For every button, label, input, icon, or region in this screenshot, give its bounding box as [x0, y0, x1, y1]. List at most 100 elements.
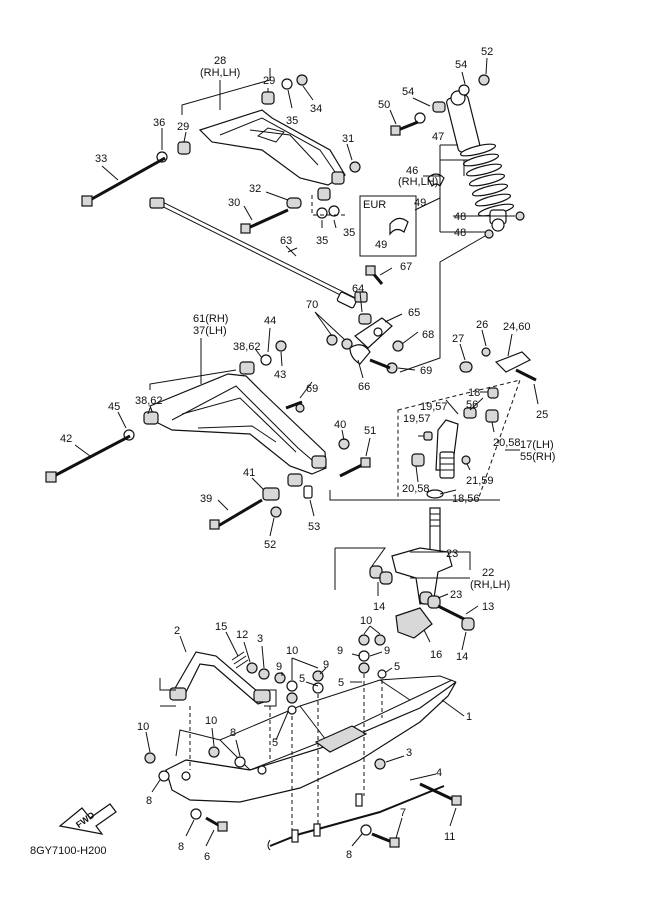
callout: 12 [236, 629, 248, 641]
callout: 42 [60, 433, 72, 445]
callout: 37(LH) [193, 325, 227, 337]
rear-shock-absorber [390, 74, 525, 239]
callout: (RH,LH) [470, 579, 510, 591]
callout: 5 [272, 737, 278, 749]
callout: 52 [264, 539, 276, 551]
ski-column-leaders [334, 547, 479, 651]
callout: 19,57 [420, 401, 448, 413]
callout: 50 [378, 99, 390, 111]
callout: 9 [384, 645, 390, 657]
callout: 48 [454, 227, 466, 239]
callout: 8 [146, 795, 152, 807]
callout: 70 [306, 299, 318, 311]
callout: 48 [454, 211, 466, 223]
connecting-rod [149, 197, 404, 374]
callout-labels: 28 (RH,LH) 29 29 34 35 36 33 31 32 30 35… [30, 46, 555, 863]
callout: 28 [214, 55, 226, 67]
callout: 33 [95, 153, 107, 165]
callout: 29 [263, 75, 275, 87]
callout: 65 [408, 307, 420, 319]
callout: 30 [228, 197, 240, 209]
callout: 32 [249, 183, 261, 195]
callout: 35 [286, 115, 298, 127]
callout: 25 [536, 409, 548, 421]
callout: 13 [482, 601, 494, 613]
eur-part-label: 49 [375, 239, 387, 251]
callout: 10 [360, 615, 372, 627]
ski-leaders [145, 625, 465, 847]
callout: 8 [178, 841, 184, 853]
callout: 51 [364, 425, 376, 437]
callout: 54 [402, 86, 414, 98]
callout: 10 [286, 645, 298, 657]
callout: (RH,LH) [200, 67, 240, 79]
callout: 52 [481, 46, 493, 58]
callout: 18 [468, 387, 480, 399]
spindle-leaders [415, 329, 539, 495]
callout: 11 [444, 831, 455, 843]
callout: (RH,LH) [398, 176, 438, 188]
callout: 23 [450, 589, 462, 601]
callout: 47 [432, 131, 444, 143]
callout: 23 [446, 548, 458, 560]
callout: 5 [394, 661, 400, 673]
fwd-arrow: FWD [58, 803, 117, 835]
callout: 9 [276, 661, 282, 673]
callout: 8 [346, 849, 352, 861]
callout: 1 [466, 711, 472, 723]
callout: 18,56 [452, 493, 480, 505]
callout: 27 [452, 333, 464, 345]
callout: 20,58 [402, 483, 430, 495]
upper-arm-hardware [81, 74, 361, 234]
callout: 19,57 [403, 413, 431, 425]
ski-body [144, 634, 462, 851]
callout: 39 [200, 493, 212, 505]
callout: 26 [476, 319, 488, 331]
callout: 68 [422, 329, 434, 341]
callout: 31 [342, 133, 354, 145]
callout: 63 [280, 235, 292, 247]
callout: 17(LH) [520, 439, 554, 451]
shock-leaders [359, 57, 515, 257]
callout: 10 [205, 715, 217, 727]
callout: 3 [406, 747, 412, 759]
callout: 15 [215, 621, 227, 633]
callout: 38,62 [233, 341, 261, 353]
callout: 44 [264, 315, 276, 327]
drawing-code: 8GY7100-H200 [30, 845, 106, 857]
callout: 41 [243, 467, 255, 479]
callout: 24,60 [503, 321, 531, 333]
callout: 54 [455, 59, 467, 71]
spindle-assembly [397, 347, 537, 501]
callout: 16 [430, 649, 442, 661]
callout: 35 [316, 235, 328, 247]
callout: 36 [153, 117, 165, 129]
callout: 9 [323, 659, 329, 671]
callout: 53 [308, 521, 320, 533]
callout: 4 [436, 767, 442, 779]
callout: 67 [400, 261, 412, 273]
callout: 21,59 [466, 475, 494, 487]
callout: 20,58 [493, 437, 521, 449]
callout: 40 [334, 419, 346, 431]
callout: 56 [466, 399, 478, 411]
callout: 14 [373, 601, 385, 613]
callout: 61(RH) [193, 313, 228, 325]
callout: 22 [482, 567, 494, 579]
callout: 46 [406, 165, 418, 177]
callout: 43 [274, 369, 286, 381]
callout: 29 [177, 121, 189, 133]
upper-torque-arm [177, 91, 346, 201]
callout: 69 [420, 365, 432, 377]
lower-swing-arm [45, 340, 371, 530]
callout: 9 [337, 645, 343, 657]
callout: 8 [230, 727, 236, 739]
callout: 64 [352, 283, 364, 295]
callout: 14 [456, 651, 468, 663]
callout: 49 [414, 197, 426, 209]
callout: 2 [174, 625, 180, 637]
callout: 3 [257, 633, 263, 645]
rod-leaders [285, 235, 486, 399]
callout: 7 [400, 807, 406, 819]
